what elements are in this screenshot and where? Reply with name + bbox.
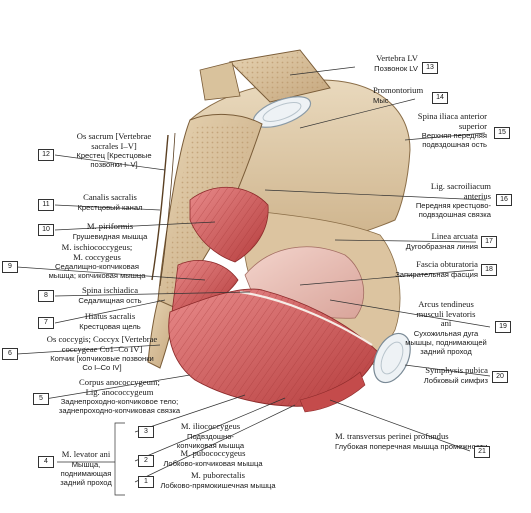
badge-20: 20 [492,371,508,383]
badge-4: 4 [38,456,54,468]
badge-12: 12 [38,149,54,161]
badge-13: 13 [422,62,438,74]
badge-11: 11 [38,199,54,211]
badge-16: 16 [496,194,512,206]
badge-1: 1 [138,476,154,488]
badge-7: 7 [38,317,54,329]
badge-8: 8 [38,290,54,302]
badge-5: 5 [33,393,49,405]
badge-3: 3 [138,426,154,438]
tendinous-arch [239,290,373,346]
badge-21: 21 [474,446,490,458]
sacral-canal [151,134,169,281]
badge-2: 2 [138,455,154,467]
deep-transverse-perineal-muscle [299,371,366,413]
pubic-symphysis [373,332,411,384]
badge-17: 17 [481,236,497,248]
badge-10: 10 [38,224,54,236]
badge-18: 18 [481,264,497,276]
badge-19: 19 [495,321,511,333]
badge-15: 15 [494,127,510,139]
badge-6: 6 [2,348,18,360]
badge-14: 14 [432,92,448,104]
badge-9: 9 [2,261,18,273]
